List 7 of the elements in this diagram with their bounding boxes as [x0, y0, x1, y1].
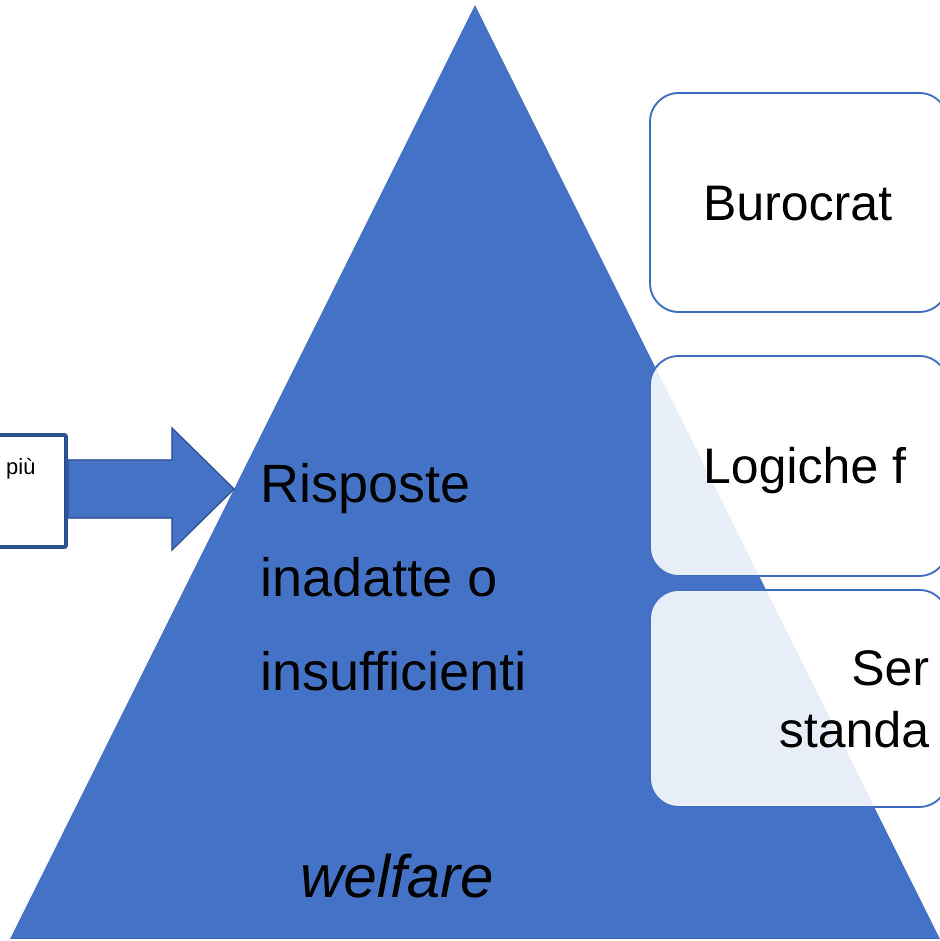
- rounded-box: Ser standa: [649, 589, 940, 808]
- pyramid-base-label: welfare: [300, 842, 494, 912]
- block-arrow: [67, 426, 236, 552]
- rounded-box: Logiche f: [649, 355, 940, 577]
- pyramid-text: Risposte inadatte o insufficienti: [260, 453, 528, 704]
- rounded-box: Burocrat: [649, 92, 940, 313]
- text-box: più: [0, 433, 68, 549]
